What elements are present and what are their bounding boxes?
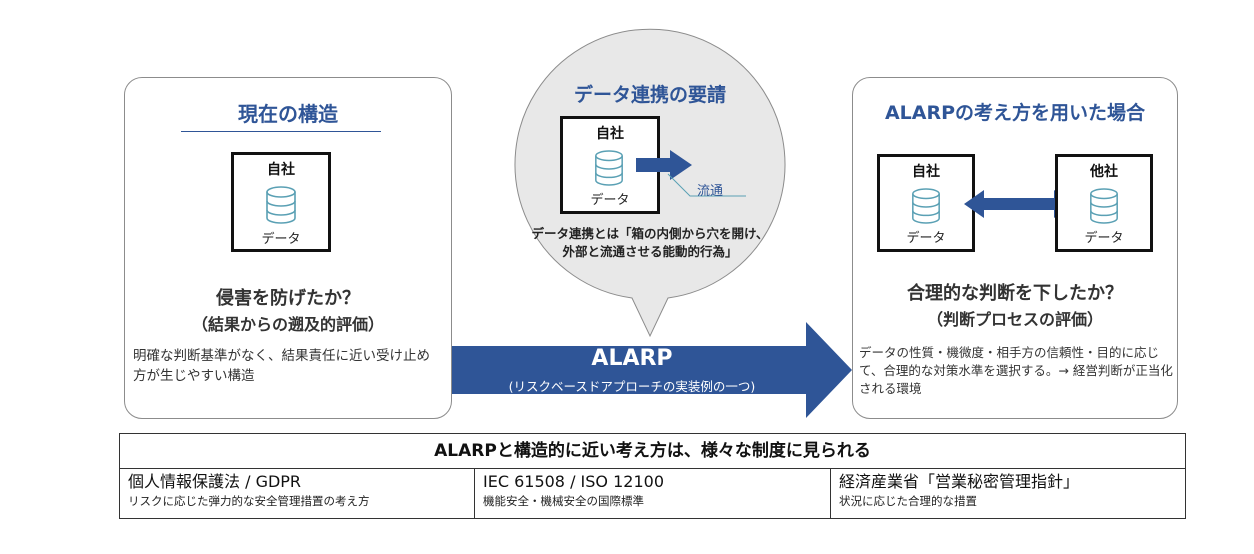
center-company-box: 自社 データ — [560, 116, 660, 214]
right-other-data-label: データ — [1084, 231, 1124, 246]
right-panel-title: ALARPの考え方を用いた場合 — [884, 102, 1146, 124]
left-company-label: 自社 — [267, 162, 295, 178]
database-icon — [912, 188, 940, 224]
bottom-cell-1-main: 個人情報保護法 / GDPR — [128, 472, 302, 491]
bubble-text: データ連携とは「箱の内側から穴を開け、 外部と流通させる能動的行為」 — [515, 225, 785, 261]
bottom-cell-2-main: IEC 61508 / ISO 12100 — [483, 472, 664, 491]
right-question-line1: 合理的な判断を下したか？ — [907, 283, 1123, 304]
right-panel: ALARPの考え方を用いた場合 自社 データ 他社 データ 合理的な — [852, 77, 1178, 419]
bottom-cell-3-main: 経済産業省「営業秘密管理指針」 — [839, 472, 1080, 491]
database-icon — [1090, 188, 1118, 224]
left-question: 侵害を防げたか？ （結果からの遡及的評価） — [125, 286, 451, 338]
left-data-label: データ — [261, 232, 301, 247]
right-question: 合理的な判断を下したか？ （判断プロセスの評価） — [853, 281, 1177, 333]
right-other-company-box: 他社 データ — [1055, 154, 1153, 252]
left-panel-title: 現在の構造 — [238, 102, 338, 126]
bottom-cell-1-sub: リスクに応じた弾力的な安全管理措置の考え方 — [128, 494, 370, 508]
flow-leader-line — [667, 173, 746, 197]
left-question-line2: （結果からの遡及的評価） — [191, 315, 384, 334]
arrow-sublabel: (リスクベースドアプローチの実装例の一つ) — [508, 379, 756, 394]
bubble-title: データ連携の要請 — [573, 84, 726, 106]
flow-arrow-icon — [636, 150, 692, 180]
bottom-cell-3: 経済産業省「営業秘密管理指針」 状況に応じた合理的な措置 — [830, 468, 1186, 519]
left-title-underline — [181, 131, 381, 132]
bubble-text-line2: 外部と流通させる能動的行為」 — [562, 244, 738, 259]
left-company-box: 自社 データ — [231, 152, 331, 252]
database-icon — [266, 186, 296, 224]
bottom-cell-2-sub: 機能安全・機械安全の国際標準 — [483, 494, 644, 508]
alarp-arrow — [452, 322, 852, 418]
right-self-company-box: 自社 データ — [877, 154, 975, 252]
double-arrow-icon — [964, 190, 1074, 218]
center-data-label: データ — [590, 193, 630, 208]
right-self-data-label: データ — [906, 231, 946, 246]
bottom-cell-3-sub: 状況に応じた合理的な措置 — [839, 494, 977, 508]
right-other-company-label: 他社 — [1090, 164, 1118, 180]
bottom-table-heading: ALARPと構造的に近い考え方は、様々な制度に見られる — [119, 433, 1186, 469]
database-icon — [595, 150, 623, 186]
bottom-table: ALARPと構造的に近い考え方は、様々な制度に見られる 個人情報保護法 / GD… — [119, 433, 1186, 519]
bottom-cell-1: 個人情報保護法 / GDPR リスクに応じた弾力的な安全管理措置の考え方 — [119, 468, 475, 519]
left-question-line1: 侵害を防げたか？ — [216, 288, 360, 309]
bubble-text-line1: データ連携とは「箱の内側から穴を開け、 — [531, 226, 769, 241]
arrow-label: ALARP — [591, 346, 673, 371]
right-self-company-label: 自社 — [912, 164, 940, 180]
right-description: データの性質・機微度・相手方の信頼性・目的に応じて、合理的な対策水準を選択する。… — [859, 345, 1173, 396]
left-panel: 現在の構造 自社 データ 侵害を防げたか？ （結果からの遡及的評価） 明確な判断… — [124, 77, 452, 419]
bottom-cell-2: IEC 61508 / ISO 12100 機能安全・機械安全の国際標準 — [474, 468, 831, 519]
flow-label: 流通 — [697, 184, 724, 199]
right-question-line2: （判断プロセスの評価） — [926, 310, 1103, 329]
left-description: 明確な判断基準がなく、結果責任に近い受け止め方が生じやすい構造 — [133, 348, 430, 384]
center-company-label: 自社 — [596, 126, 624, 142]
